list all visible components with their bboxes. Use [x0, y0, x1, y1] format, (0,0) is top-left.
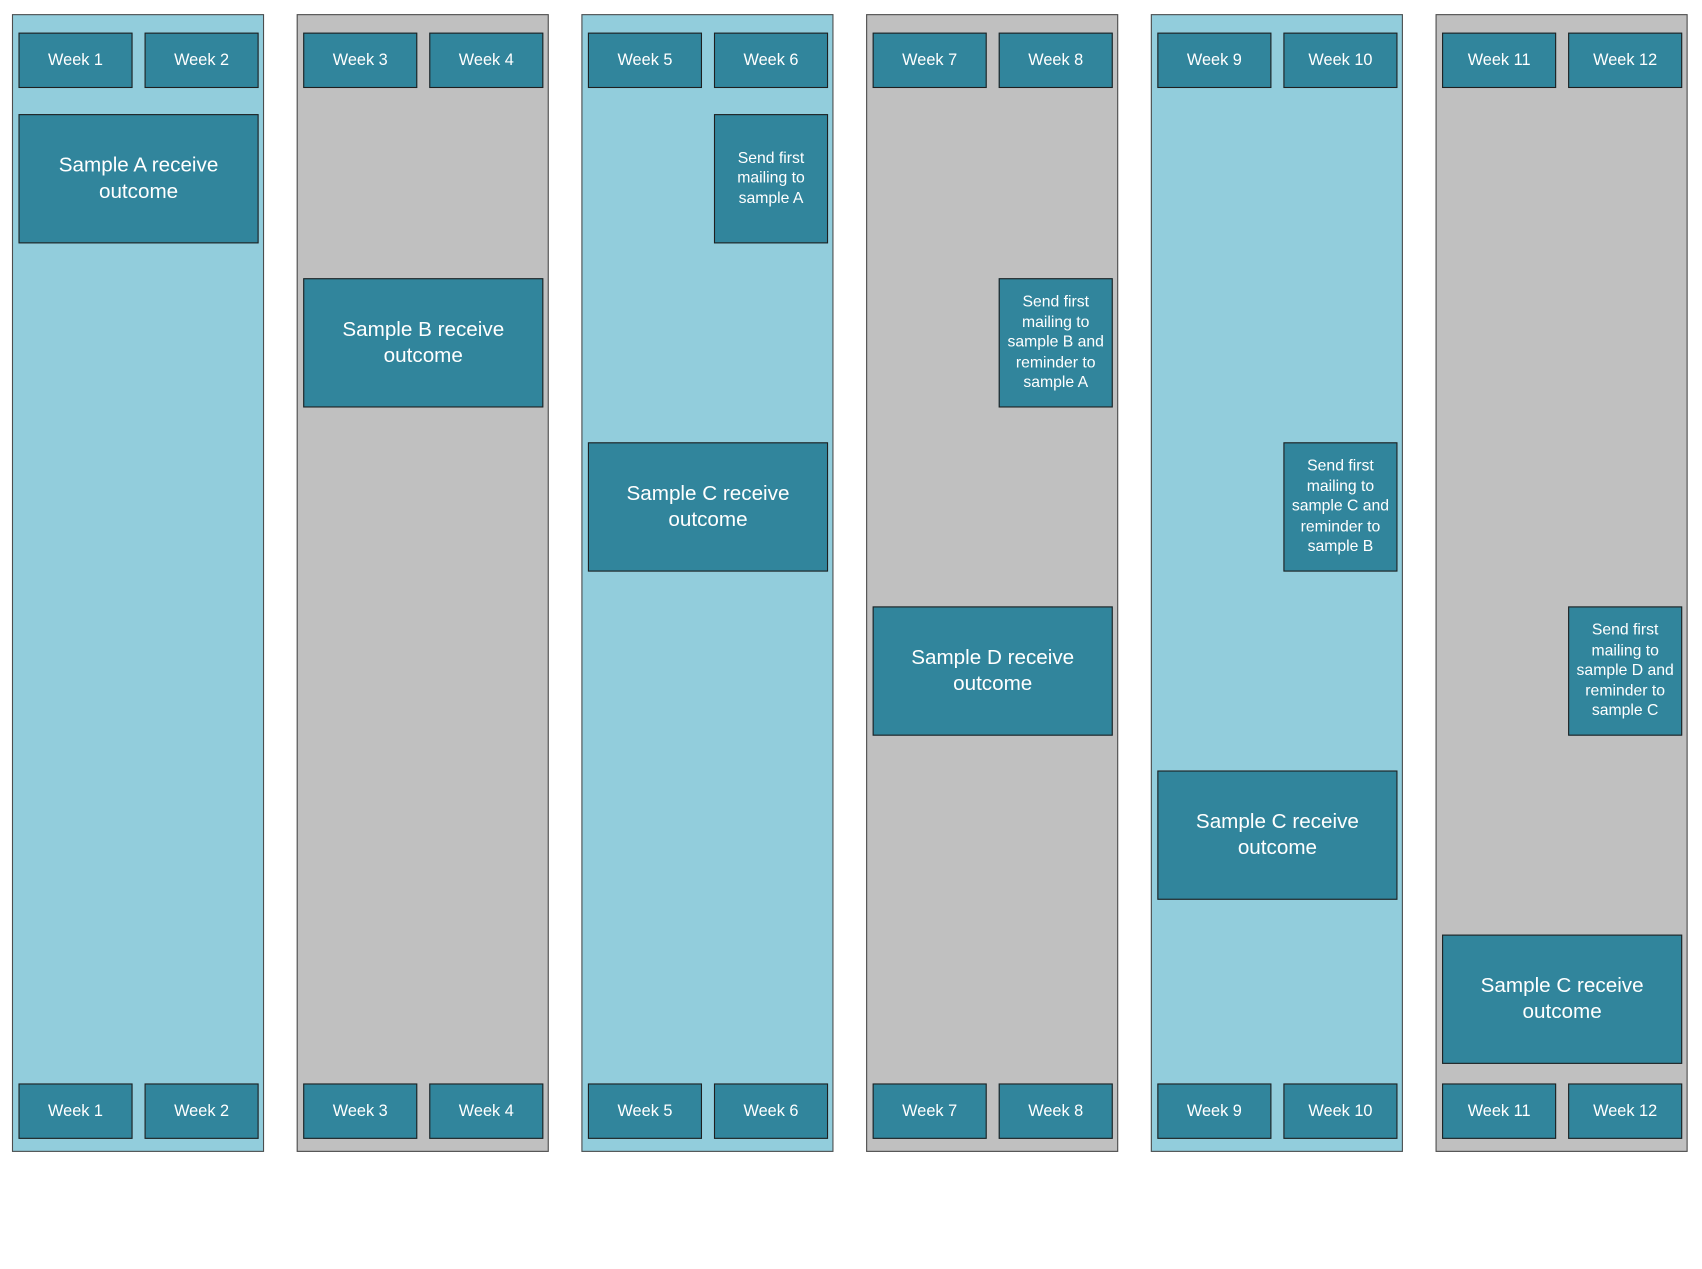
outcome-box: Sample C receive outcome [1442, 934, 1683, 1064]
week-footer-left: Week 7 [872, 1083, 987, 1139]
outcome-box: Sample C receive outcome [587, 442, 829, 572]
week-header-left: Week 5 [587, 32, 703, 89]
week-header-right: Week 10 [1283, 32, 1398, 89]
outcome-box: Sample C receive outcome [1157, 770, 1398, 900]
week-footer-left: Week 9 [1157, 1083, 1272, 1139]
mailing-box: Send first mailing to sample C and remin… [1283, 442, 1398, 572]
week-footer-left: Week 1 [18, 1083, 133, 1139]
week-footer-left: Week 3 [303, 1083, 418, 1139]
week-header-left: Week 9 [1157, 32, 1272, 89]
week-footer-right: Week 6 [713, 1083, 829, 1139]
week-footer-left: Week 11 [1442, 1083, 1557, 1139]
mailing-box: Send first mailing to sample B and remin… [998, 278, 1113, 408]
week-header-left: Week 7 [872, 32, 987, 89]
week-footer-right: Week 8 [998, 1083, 1113, 1139]
week-header-left: Week 3 [303, 32, 418, 89]
week-header-left: Week 1 [18, 32, 133, 89]
outcome-box: Sample B receive outcome [303, 278, 544, 408]
mailing-box: Send first mailing to sample D and remin… [1568, 606, 1683, 736]
outcome-box: Sample A receive outcome [18, 114, 259, 244]
week-footer-right: Week 10 [1283, 1083, 1398, 1139]
outcome-box: Sample D receive outcome [872, 606, 1113, 736]
week-header-right: Week 6 [713, 32, 829, 89]
week-header-right: Week 2 [144, 32, 259, 89]
week-header-right: Week 12 [1568, 32, 1683, 89]
week-footer-right: Week 2 [144, 1083, 259, 1139]
week-footer-left: Week 5 [587, 1083, 703, 1139]
week-header-left: Week 11 [1442, 32, 1557, 89]
week-header-right: Week 8 [998, 32, 1113, 89]
week-footer-right: Week 4 [429, 1083, 544, 1139]
mailing-box: Send first mailing to sample A [713, 114, 829, 244]
week-header-right: Week 4 [429, 32, 544, 89]
week-footer-right: Week 12 [1568, 1083, 1683, 1139]
